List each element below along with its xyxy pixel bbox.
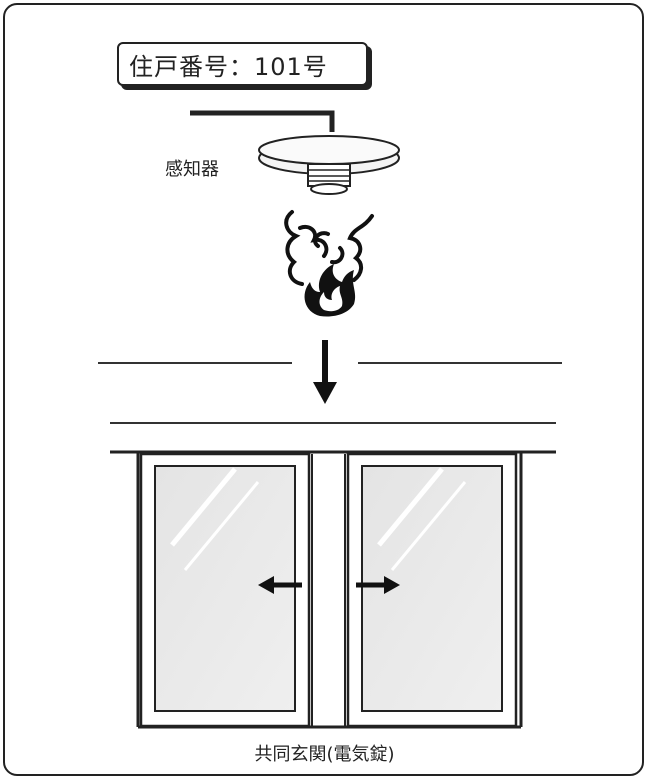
detector-wire — [190, 113, 332, 132]
entrance-door — [138, 452, 521, 727]
smoke-detector-icon — [259, 136, 399, 194]
right-door-glass — [362, 466, 502, 711]
door-caption: 共同玄関(電気錠) — [0, 740, 649, 766]
fire-icon — [305, 264, 356, 317]
down-arrow-icon — [313, 340, 337, 404]
